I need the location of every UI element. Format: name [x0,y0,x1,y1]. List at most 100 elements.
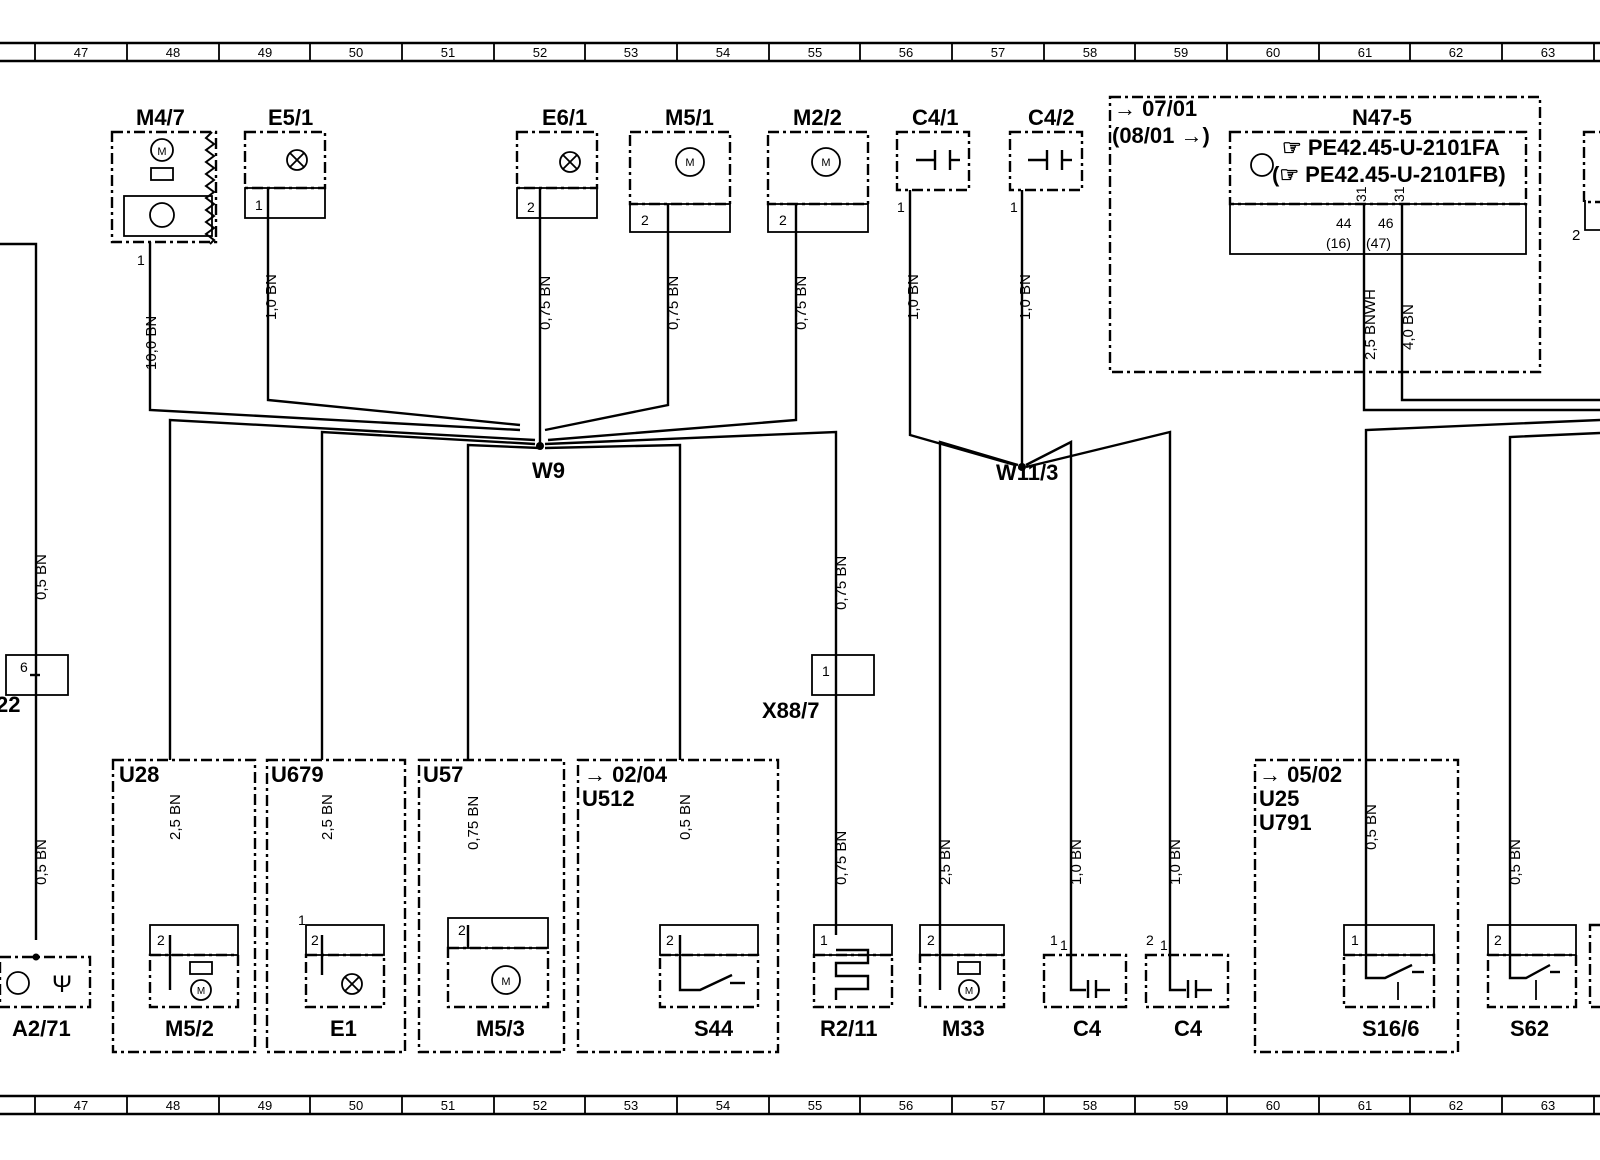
grid-label: 48 [166,1098,180,1113]
component-label: C4/2 [1028,105,1074,130]
lamp-icon [559,151,581,173]
connector-x88-7: 1 X88/7 0,75 BN [762,520,875,935]
component-label: M2/2 [793,105,842,130]
component-s16-6: 1 0,5 BN S16/6 [1342,804,1436,1041]
component-m4-7: M4/7 M 1 10,0 BN [110,105,521,432]
right-edge-partial: 2 [1364,130,1600,935]
pin-number: 44 [1336,215,1352,231]
pin-number: 1 [298,912,306,928]
component-m5-2: 2 M 2,5 BN M5/2 [148,794,240,1041]
component-label: E6/1 [542,105,587,130]
pin-number: (47) [1366,235,1391,251]
grid-label: 50 [349,1098,363,1113]
transistor-icon [6,971,30,995]
cross-reference: → 05/02 [1259,762,1342,787]
motor-icon [491,965,521,995]
group-u679: U679 [265,758,407,1054]
motor-icon [190,979,212,1001]
wire-label: 1,0 BN [263,274,280,320]
grid-label: 53 [624,45,638,60]
component-c4-2: C4/2 1 1,0 BN [1008,105,1084,465]
pin-number: 2 [1146,932,1154,948]
lamp-icon [341,973,363,995]
group-u57: U57 [417,758,566,1054]
group-u512: → 02/04 U512 [576,758,780,1054]
left-edge-circuit: 6 22 0,5 BN 0,5 BN [0,242,69,940]
component-label: R2/11 [820,1016,878,1041]
component-label: S16/6 [1362,1016,1420,1041]
svg-text:M: M [157,146,166,158]
component-m5-3: 2 M 0,75 BN M5/3 [446,796,550,1041]
component-e5-1: E5/1 1 1,0 BN [243,105,521,427]
splice-label: W9 [532,458,565,483]
pin-number: 1 [137,252,145,268]
component-label: M5/1 [665,105,714,130]
pin-number: 1 [1060,937,1068,953]
grid-label: 51 [441,45,455,60]
pin-number: 1 [1160,937,1168,953]
component-label: E1 [330,1016,357,1041]
reference-note: ☞ PE42.45-U-2101FA [1282,135,1500,160]
grid-label: 49 [258,45,272,60]
splice-w11-3: W11/3 [938,430,1172,935]
grid-label: 52 [533,1098,547,1113]
grid-label: 53 [624,1098,638,1113]
component-label: C4 [1073,1016,1102,1041]
component-label: M4/7 [136,105,185,130]
wire-label: 0,75 BN [793,276,810,330]
svg-text:M: M [501,976,510,988]
wire-label: 0,5 BN [33,554,50,600]
pin-number: 2 [641,212,649,228]
right-edge-partial-bottom [1588,923,1600,1009]
pin-number: 1 [820,932,828,948]
grid-label: 56 [899,45,913,60]
grid-label: 63 [1541,1098,1555,1113]
wire-label: 1,0 BN [1068,839,1085,885]
component-label: C4 [1174,1016,1203,1041]
pin-number: 2 [311,932,319,948]
component-r2-11: 1 0,75 BN R2/11 [812,831,894,1041]
wire-label: 0,75 BN [465,796,482,850]
bottom-grid-ruler: 47 48 49 50 51 52 53 54 55 56 57 58 59 6… [0,1094,1600,1116]
pin-number: 1 [1351,932,1359,948]
svg-text:M: M [685,157,694,169]
component-e1: 1 2 2,5 BN E1 [298,794,386,1041]
grid-label: 60 [1266,45,1280,60]
pin-number: (16) [1326,235,1351,251]
grid-label: 54 [716,45,730,60]
grid-label: 63 [1541,45,1555,60]
grid-label: 58 [1083,45,1097,60]
group-label: U512 [582,786,635,811]
component-n47-5: → 07/01 (08/01 →) N47-5 ☞ PE42.45-U-2101… [1108,95,1600,412]
component-s44: 2 0,5 BN S44 [658,794,760,1041]
grid-label: 62 [1449,45,1463,60]
pin-number: 31 [1353,186,1369,202]
pin-number: 1 [1010,199,1018,215]
wire-label: 1,0 BN [905,274,922,320]
component-label: M5/2 [165,1016,214,1041]
grid-label: 62 [1449,1098,1463,1113]
motor-icon [811,147,841,177]
component-label: M5/3 [476,1016,525,1041]
wire-label: 2,5 BN [319,794,336,840]
grid-label: 51 [441,1098,455,1113]
pin-number: 1 [255,197,263,213]
transistor-icon [149,202,175,228]
component-label: N47-5 [1352,105,1412,130]
group-label: U57 [423,762,463,787]
antenna-icon: Ψ [52,971,72,998]
component-c4-1: C4/1 1 1,0 BN [895,105,1016,467]
pin-number: 2 [779,212,787,228]
pin-number: 1 [822,663,830,679]
component-m5-1: M5/1 M 2 0,75 BN [544,105,732,432]
component-c4-a: 1 1 1,0 BN C4 [1042,839,1128,1041]
component-label: E5/1 [268,105,313,130]
pin-number: 2 [1572,227,1580,244]
connector-label: 22 [0,692,20,717]
grid-label: 57 [991,1098,1005,1113]
component-s62: 2 0,5 BN S62 [1486,839,1578,1041]
motor-icon [675,147,705,177]
svg-text:M: M [197,986,205,997]
lamp-icon [286,149,308,171]
